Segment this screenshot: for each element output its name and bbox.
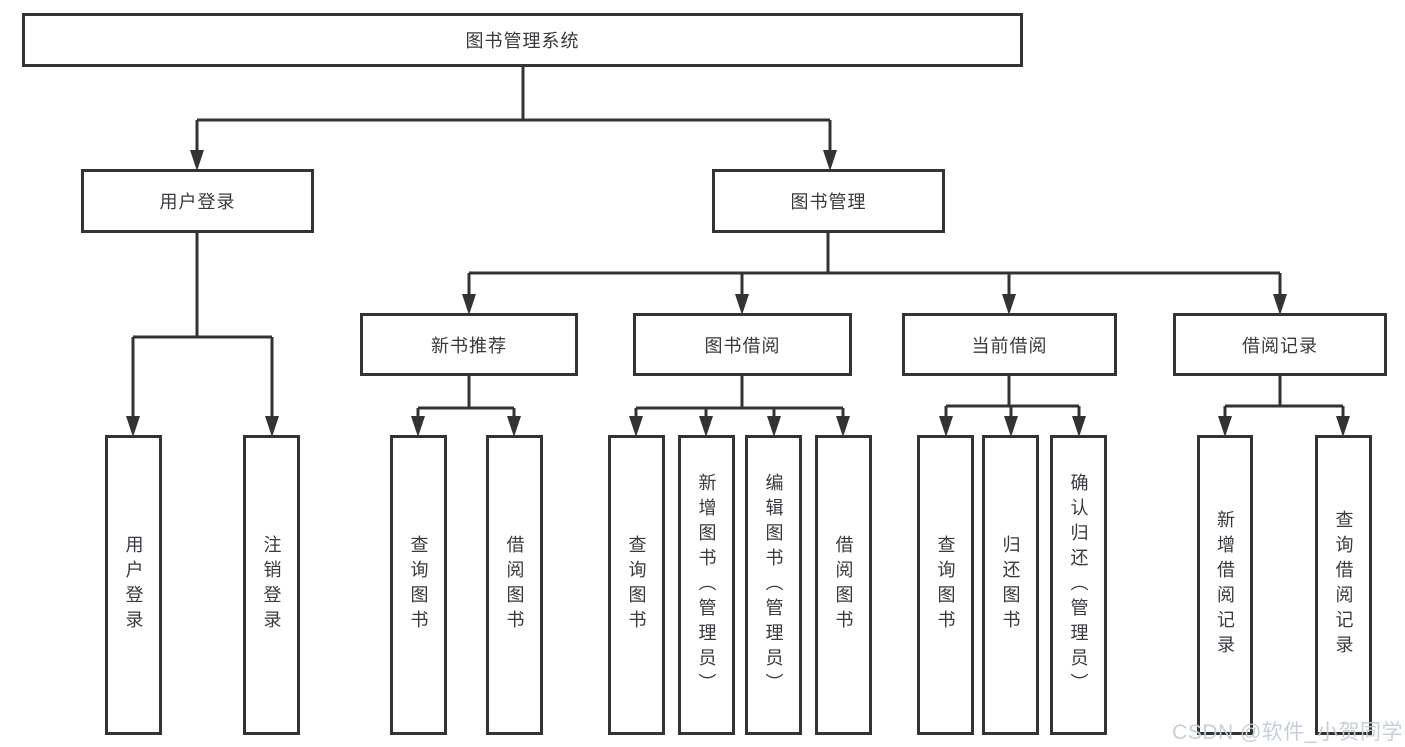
leaf-return-books: 归还图书 [982, 435, 1039, 735]
node-current-borrow: 当前借阅 [902, 313, 1117, 376]
node-book-management-label: 图书管理 [790, 192, 867, 212]
leaf-query-books-2-label: 查询图书 [626, 535, 647, 635]
node-book-borrow-label: 图书借阅 [704, 335, 781, 356]
leaf-borrow-books-2: 借阅图书 [815, 435, 872, 735]
node-current-borrow-label: 当前借阅 [971, 335, 1048, 356]
node-book-borrow: 图书借阅 [633, 313, 852, 376]
leaf-confirm-return-admin-label: 确认归还（管理员） [1068, 472, 1089, 698]
leaf-edit-books-admin: 编辑图书（管理员） [745, 435, 802, 735]
node-root-label: 图书管理系统 [465, 31, 580, 51]
leaf-logout-label: 注销登录 [261, 535, 282, 635]
node-new-book-recommend-label: 新书推荐 [431, 335, 507, 356]
leaf-query-books-1-label: 查询图书 [408, 535, 429, 635]
leaf-query-borrow-record: 查询借阅记录 [1315, 435, 1372, 735]
leaf-return-books-label: 归还图书 [1000, 535, 1021, 635]
leaf-add-books-admin: 新增图书（管理员） [678, 435, 735, 735]
leaf-query-borrow-record-label: 查询借阅记录 [1333, 510, 1354, 660]
node-user-login-label: 用户登录 [159, 192, 236, 212]
leaf-user-login: 用户登录 [105, 435, 162, 735]
leaf-query-books-3: 查询图书 [917, 435, 974, 735]
node-user-login: 用户登录 [81, 169, 314, 233]
csdn-watermark: CSDN @软件_小贺同学 [1172, 721, 1403, 744]
leaf-add-borrow-record-label: 新增借阅记录 [1215, 510, 1235, 660]
node-borrow-record: 借阅记录 [1173, 313, 1387, 376]
leaf-query-books-1: 查询图书 [390, 435, 447, 735]
node-new-book-recommend: 新书推荐 [360, 313, 578, 376]
node-root: 图书管理系统 [22, 13, 1023, 67]
leaf-borrow-books-1: 借阅图书 [486, 435, 543, 735]
leaf-query-books-2: 查询图书 [608, 435, 665, 735]
node-book-management: 图书管理 [712, 169, 945, 233]
leaf-query-books-3-label: 查询图书 [935, 535, 956, 635]
leaf-edit-books-admin-label: 编辑图书（管理员） [763, 472, 784, 698]
node-borrow-record-label: 借阅记录 [1242, 335, 1318, 356]
leaf-borrow-books-1-label: 借阅图书 [504, 535, 525, 635]
leaf-logout: 注销登录 [243, 435, 300, 735]
leaf-user-login-label: 用户登录 [123, 535, 144, 635]
leaf-confirm-return-admin: 确认归还（管理员） [1050, 435, 1107, 735]
leaf-add-books-admin-label: 新增图书（管理员） [696, 472, 717, 698]
leaf-borrow-books-2-label: 借阅图书 [833, 535, 854, 635]
leaf-add-borrow-record: 新增借阅记录 [1197, 435, 1253, 735]
